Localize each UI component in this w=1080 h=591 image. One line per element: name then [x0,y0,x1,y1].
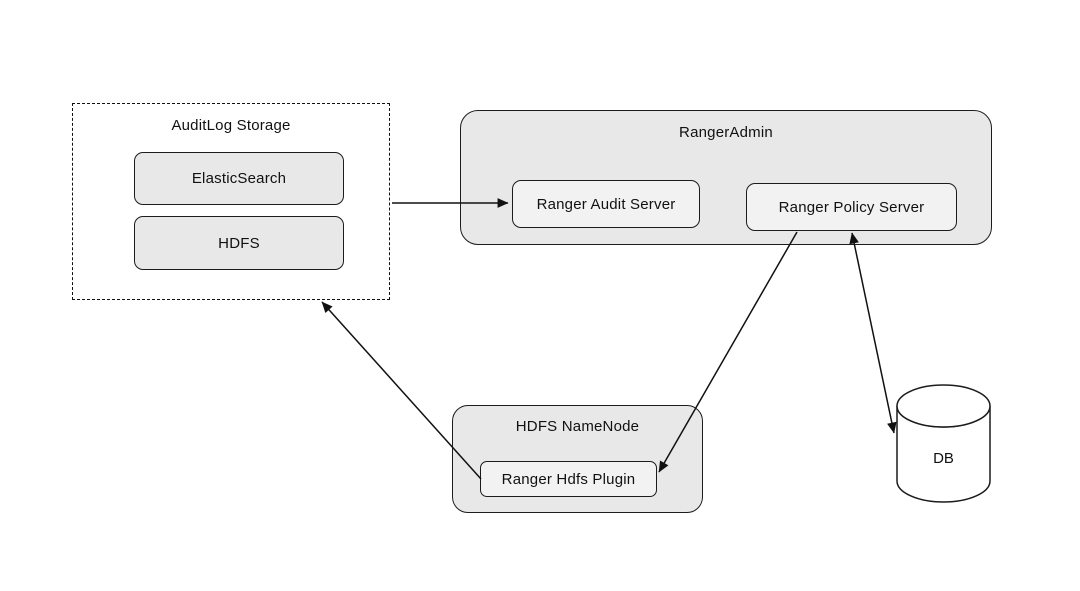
node-ranger-policy-server-label: Ranger Policy Server [778,198,925,216]
node-elasticsearch-label: ElasticSearch [191,170,287,187]
node-ranger-policy-server: Ranger Policy Server [746,183,957,231]
node-hdfs: HDFS [134,216,344,270]
node-ranger-audit-server-label: Ranger Audit Server [536,195,676,213]
db-cylinder [896,384,991,503]
node-ranger-audit-server: Ranger Audit Server [512,180,700,228]
node-hdfs-label: HDFS [218,234,260,252]
group-auditlog-storage-label: AuditLog Storage [171,117,291,134]
node-ranger-hdfs-plugin-label: Ranger Hdfs Plugin [501,470,636,488]
node-ranger-hdfs-plugin: Ranger Hdfs Plugin [480,461,657,497]
arrow-policy-server-db-bidirectional [849,232,897,434]
node-elasticsearch: ElasticSearch [134,152,344,205]
group-ranger-admin-label: RangerAdmin [679,124,773,141]
group-hdfs-namenode-label: HDFS NameNode [515,418,640,435]
node-db-label: DB [933,450,954,467]
